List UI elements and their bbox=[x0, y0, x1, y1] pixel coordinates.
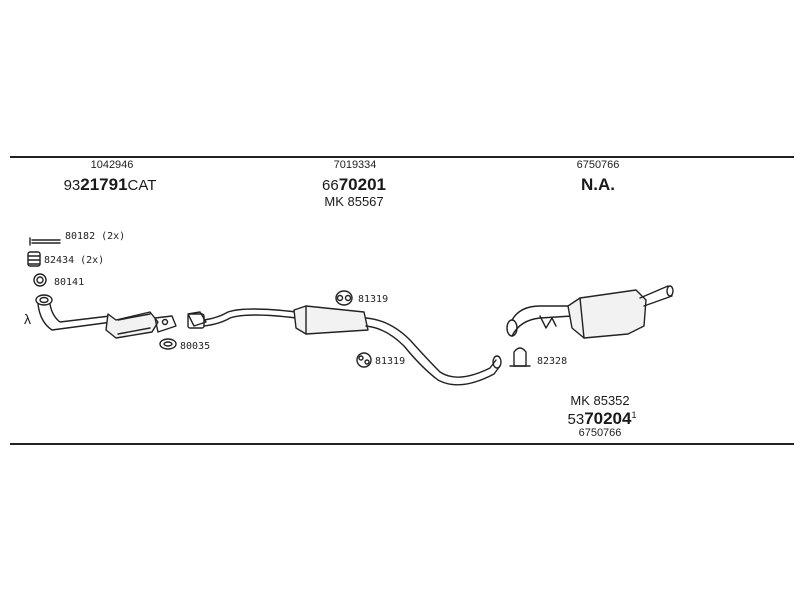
spring-icon bbox=[27, 251, 41, 267]
rear-silencer bbox=[506, 285, 674, 339]
front-part-suffix: CAT bbox=[127, 177, 157, 194]
front-part-prefix: 93 bbox=[63, 177, 81, 194]
rear-kit-number: MK 85352 bbox=[570, 393, 630, 408]
spring-label: 82434 (2x) bbox=[44, 255, 105, 266]
middle-part-number: 6670201 bbox=[322, 176, 386, 193]
ring-icon bbox=[33, 273, 47, 287]
middle-kit-number: MK 85567 bbox=[324, 194, 384, 209]
clamp-label: 82328 bbox=[537, 356, 568, 367]
hanger-upper-icon bbox=[335, 290, 353, 306]
bolt-label: 80182 (2x) bbox=[65, 231, 126, 242]
bottom-divider bbox=[10, 443, 794, 445]
middle-part-prefix: 66 bbox=[322, 177, 339, 194]
hanger-lower-icon bbox=[356, 352, 372, 368]
front-pipe-with-catalyst bbox=[35, 294, 177, 339]
front-oe-number: 1042946 bbox=[90, 159, 134, 171]
front-part-main: 21791 bbox=[80, 175, 128, 194]
gasket-icon bbox=[159, 338, 177, 350]
rear-part-main: 70204 bbox=[584, 409, 632, 428]
rear-bottom-oe-number: 6750766 bbox=[578, 427, 622, 439]
hanger-lower-label: 81319 bbox=[375, 356, 406, 367]
top-divider bbox=[10, 156, 794, 158]
hanger-upper-label: 81319 bbox=[358, 294, 389, 305]
bolt-icon bbox=[29, 237, 61, 246]
rear-part-na: N.A. bbox=[581, 175, 615, 194]
rear-part-sup: 1 bbox=[631, 410, 637, 420]
ring-label: 80141 bbox=[54, 277, 85, 288]
middle-oe-number: 7019334 bbox=[333, 159, 377, 171]
middle-silencer-pipe bbox=[187, 305, 502, 386]
clamp-icon bbox=[509, 347, 531, 367]
rear-part-number: 53702041 bbox=[568, 410, 637, 427]
middle-part-main: 70201 bbox=[338, 175, 386, 194]
front-part-number: 9321791CAT bbox=[64, 176, 157, 193]
gasket-label: 80035 bbox=[180, 341, 211, 352]
rear-part-prefix: 53 bbox=[567, 411, 585, 428]
lambda-symbol: λ bbox=[24, 311, 31, 327]
rear-oe-number: 6750766 bbox=[576, 159, 620, 171]
